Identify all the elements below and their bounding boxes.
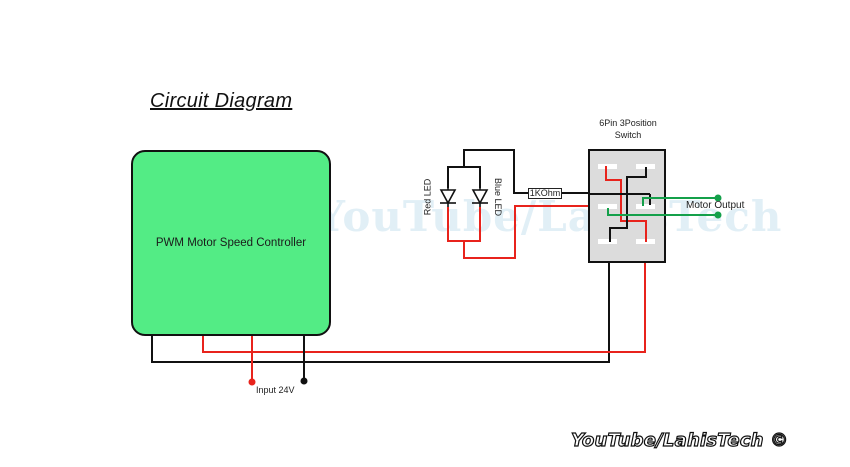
motor-output-label: Motor Output [686, 200, 745, 211]
wire-black-led-to-resistor [463, 149, 528, 194]
switch-pin-3 [598, 204, 617, 209]
red-led-label: Red LED [422, 178, 433, 216]
switch-pin-5 [598, 239, 617, 244]
wire-green-motor-1 [642, 197, 718, 206]
switch-pin-1 [598, 164, 617, 169]
diagram-title: Circuit Diagram [150, 90, 293, 112]
switch-label: 6Pin 3Position Switch [583, 117, 673, 141]
wire-red-led-to-switch [463, 205, 600, 259]
switch-label-line1: 6Pin 3Position [599, 118, 657, 128]
resistor: 1KOhm [528, 188, 562, 199]
wire-green-motor-2 [607, 208, 718, 216]
blue-led-label: Blue LED [493, 177, 504, 217]
credit-text: YouTube/LahisTech © [570, 429, 789, 451]
motor-terminal-1 [714, 194, 722, 202]
motor-terminal-2 [714, 211, 722, 219]
switch-internal-red [605, 166, 647, 242]
switch-internal-black [609, 167, 647, 242]
pwm-controller-label: PWM Motor Speed Controller [155, 237, 307, 249]
watermark-text: YouTube/LahisTech [315, 192, 783, 241]
switch-label-line2: Switch [614, 130, 642, 140]
input-negative-terminal [300, 377, 308, 385]
switch-pin-4 [636, 204, 655, 209]
input-voltage-label: Input 24V [256, 385, 295, 395]
pwm-controller-block: PWM Motor Speed Controller [131, 150, 331, 336]
switch-pin-2 [636, 164, 655, 169]
wire-red-controller-to-switch [202, 240, 646, 353]
input-positive-terminal [248, 378, 256, 386]
